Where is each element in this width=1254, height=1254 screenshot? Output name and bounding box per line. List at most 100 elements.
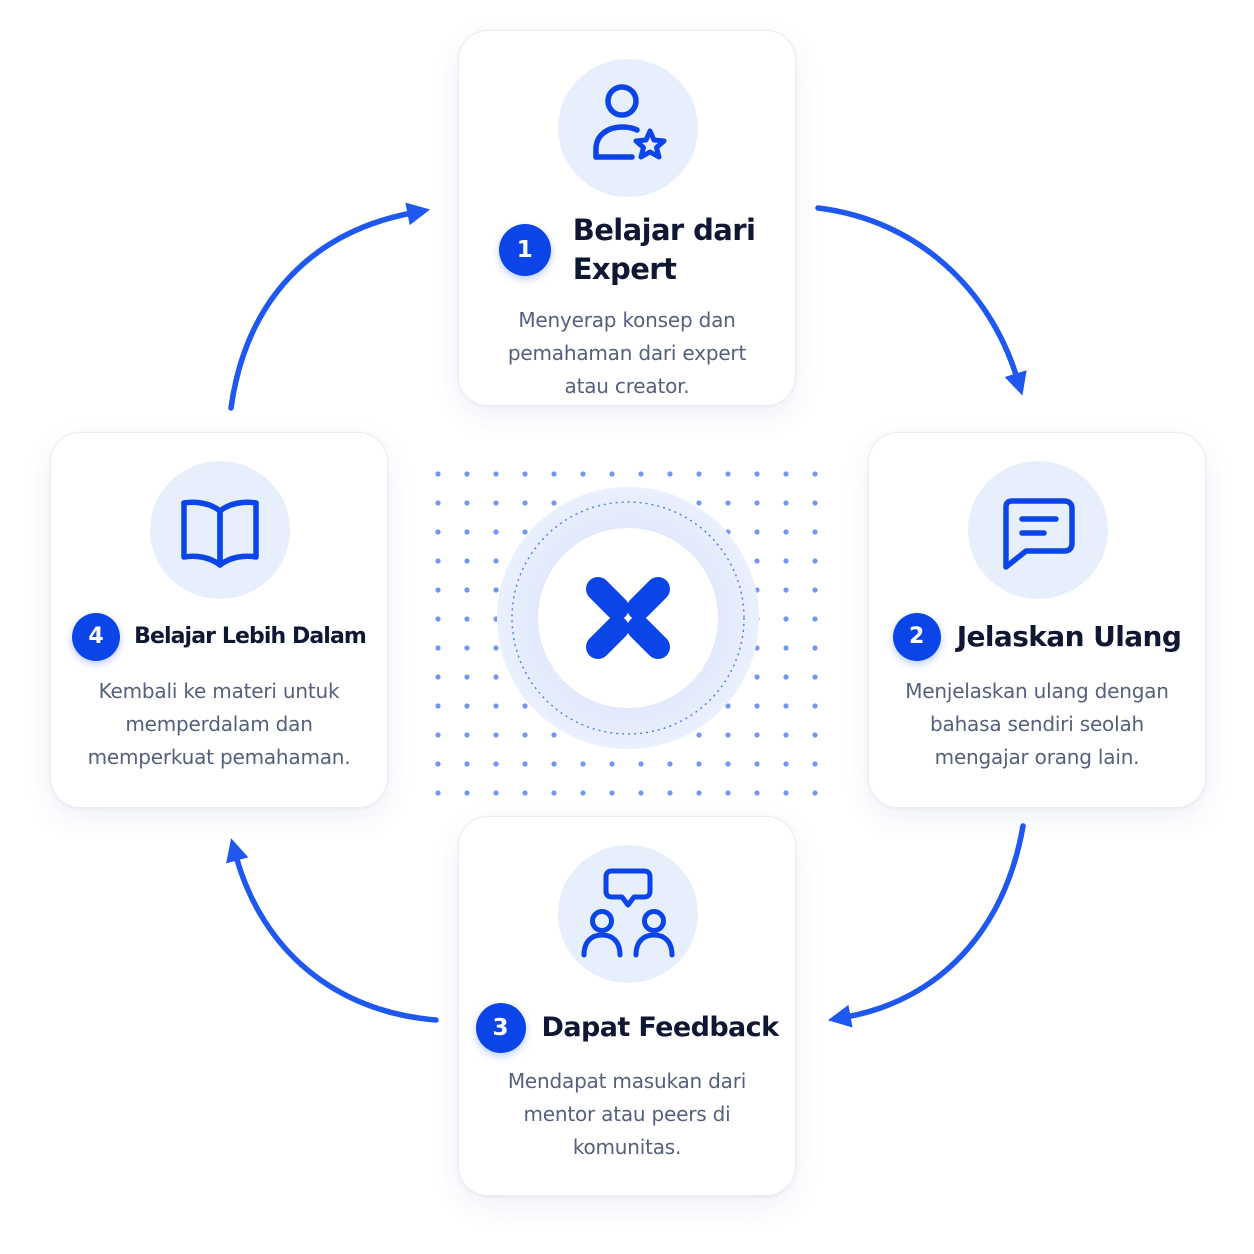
grid-dot (696, 500, 702, 506)
grid-dot (493, 471, 499, 477)
grid-dot (754, 790, 760, 796)
center-hub (497, 487, 759, 749)
grid-dot (812, 790, 818, 796)
grid-dot (783, 529, 789, 535)
grid-dot (493, 529, 499, 535)
grid-dot (609, 761, 615, 767)
arrow-step2-to-step3 (827, 823, 1026, 1028)
grid-dot (435, 645, 441, 651)
step-4-header: 4 Belajar Lebih Dalam (51, 613, 387, 661)
grid-dot (464, 529, 470, 535)
step-3-title-text: Dapat Feedback (541, 1012, 780, 1043)
step-2-title-text: Jelaskan Ulang (956, 620, 1182, 653)
grid-dot (783, 587, 789, 593)
arrow-step1-to-step2 (815, 205, 1027, 396)
step-4-description: Kembali ke materi untuk memperdalam dan … (65, 675, 373, 774)
step-2-number-badge: 2 (892, 613, 941, 661)
grid-dot (493, 761, 499, 767)
grid-dot (725, 703, 731, 709)
grid-dot (464, 645, 470, 651)
grid-dot (812, 761, 818, 767)
step-2-title: Jelaskan Ulang (957, 613, 1182, 661)
grid-dot (493, 558, 499, 564)
grid-dot (754, 674, 760, 680)
step-4-desc-line-3: memperkuat pemahaman. (87, 745, 351, 769)
grid-dot (754, 471, 760, 477)
grid-dot (725, 471, 731, 477)
grid-dot (812, 558, 818, 564)
grid-dot (522, 790, 528, 796)
grid-dot (783, 616, 789, 622)
grid-dot (754, 761, 760, 767)
grid-dot (435, 471, 441, 477)
grid-dot (435, 616, 441, 622)
arrow-step4-to-step1 (228, 202, 431, 411)
grid-dot (783, 761, 789, 767)
grid-dot (812, 471, 818, 477)
grid-dot (812, 732, 818, 738)
grid-dot (435, 529, 441, 535)
grid-dot (551, 790, 557, 796)
step-2-desc-line-2: bahasa sendiri seolah (930, 712, 1144, 736)
step-1-desc-line-2: pemahaman dari expert (507, 341, 747, 365)
step-3-description: Mendapat masukan dari mentor atau peers … (473, 1065, 781, 1164)
step-1-title-line-2: Expert (572, 252, 677, 286)
step-3-desc-line-2: mentor atau peers di (523, 1102, 731, 1126)
step-2-header: 2 Jelaskan Ulang (869, 613, 1205, 661)
grid-dot (493, 645, 499, 651)
grid-dot (667, 790, 673, 796)
grid-dot (696, 732, 702, 738)
step-card-3: 3 Dapat Feedback Mendapat masukan dari m… (458, 816, 796, 1196)
grid-dot (812, 645, 818, 651)
grid-dot (435, 790, 441, 796)
grid-dot (551, 732, 557, 738)
grid-dot (435, 732, 441, 738)
grid-dot (696, 471, 702, 477)
step-4-title: Belajar Lebih Dalam (134, 613, 367, 661)
grid-dot (464, 703, 470, 709)
grid-dot (754, 732, 760, 738)
arrow-step3-to-step4 (226, 838, 439, 1023)
step-card-4: 4 Belajar Lebih Dalam Kembali ke materi … (50, 432, 388, 808)
people-chat-icon (581, 868, 675, 958)
step-1-header: 1 Belajar dari Expert (459, 211, 795, 289)
step-1-title: Belajar dari Expert (573, 211, 756, 289)
grid-dot (522, 500, 528, 506)
grid-dot (783, 732, 789, 738)
step-4-desc-line-1: Kembali ke materi untuk (98, 679, 340, 703)
x-cross-icon (586, 577, 670, 659)
grid-dot (783, 500, 789, 506)
grid-dot (551, 471, 557, 477)
grid-dot (812, 703, 818, 709)
step-1-description: Menyerap konsep dan pemahaman dari exper… (473, 304, 781, 403)
step-4-number-badge: 4 (72, 613, 121, 661)
step-2-desc-line-3: mengajar orang lain. (934, 745, 1140, 769)
grid-dot (493, 587, 499, 593)
grid-dot (783, 790, 789, 796)
grid-dot (783, 471, 789, 477)
grid-dot (754, 500, 760, 506)
grid-dot (551, 761, 557, 767)
grid-dot (638, 790, 644, 796)
grid-dot (667, 761, 673, 767)
step-2-icon-circle (968, 461, 1108, 599)
grid-dot (783, 645, 789, 651)
step-3-header: 3 Dapat Feedback (459, 1003, 795, 1053)
grid-dot (493, 674, 499, 680)
grid-dot (522, 761, 528, 767)
grid-dot (783, 558, 789, 564)
step-3-number-badge: 3 (475, 1003, 526, 1053)
step-3-desc-line-3: komunitas. (572, 1135, 682, 1159)
step-3-icon-circle (558, 845, 698, 983)
grid-dot (725, 732, 731, 738)
grid-dot (435, 761, 441, 767)
chat-message-icon (1003, 498, 1075, 570)
grid-dot (435, 558, 441, 564)
step-4-icon-circle (150, 461, 290, 599)
step-4-title-text: Belajar Lebih Dalam (134, 624, 367, 649)
grid-dot (464, 790, 470, 796)
grid-dot (580, 761, 586, 767)
grid-dot (493, 703, 499, 709)
grid-dot (464, 471, 470, 477)
